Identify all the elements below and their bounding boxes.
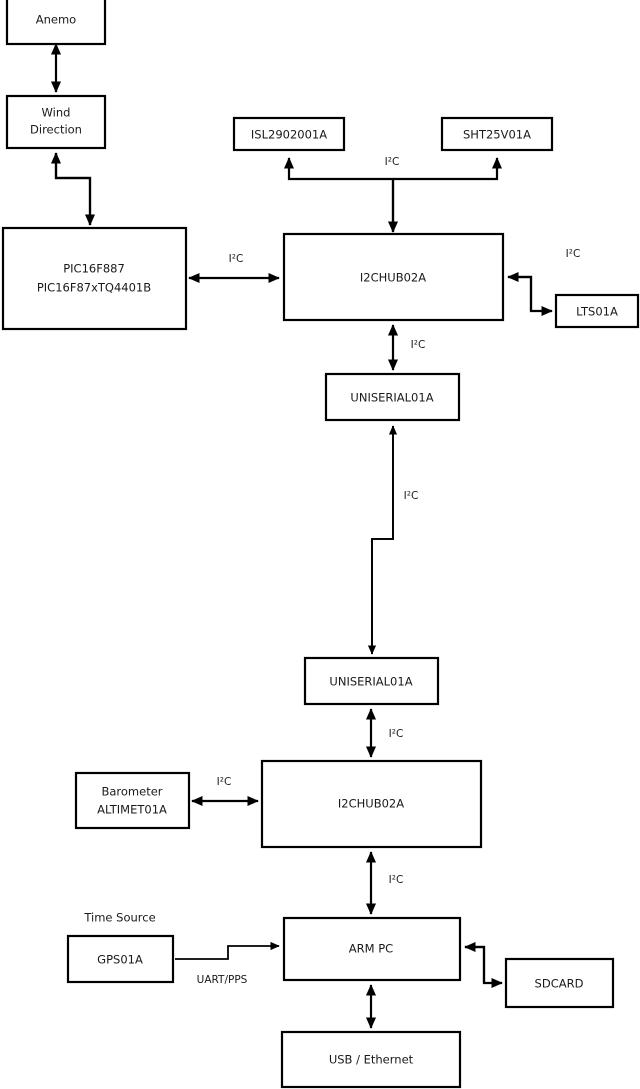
edge-path-wind-up [50, 152, 92, 225]
edge-path-hub-to-lts [508, 275, 553, 317]
node-usb-ethernet[interactable]: USB / Ethernet [280, 1030, 462, 1089]
edge-label-hub-bottom-to-arm: I²C [389, 874, 404, 886]
node-anemo[interactable]: Anemo [5, 0, 107, 46]
node-pic-mcu-box[interactable] [1, 226, 188, 331]
node-lts01a[interactable]: LTS01A [554, 293, 640, 329]
node-i2chub02a-bottom[interactable]: I2CHUB02A [260, 759, 483, 849]
node-uniserial01a-lower-box[interactable] [303, 656, 440, 706]
edge-label-uniserial-to-hub-bottom: I²C [389, 728, 404, 740]
node-anemo-box[interactable] [5, 0, 107, 46]
edge-pic-wind-direction [50, 152, 96, 226]
edge-path-lts-to-hub [507, 271, 533, 311]
node-pic-mcu-label-line1: PIC16F887 [63, 262, 125, 276]
edge-uniserial-link [367, 425, 398, 655]
edge-path-to-sht [393, 157, 503, 181]
edge-path-uniserial-up [371, 425, 398, 654]
edge-label-gps-to-arm: UART/PPS [197, 974, 248, 986]
edge-label-pic-to-hub: I²C [229, 253, 244, 265]
edge-hub-top-to-lts [507, 271, 553, 317]
node-sht25v01a[interactable]: SHT25V01A [440, 116, 554, 152]
node-isl2902001a[interactable]: ISL2902001A [232, 116, 346, 152]
node-sht25v01a-label: SHT25V01A [463, 128, 531, 142]
edge-path-to-isl [283, 157, 395, 232]
node-arm-pc[interactable]: ARM PC [282, 916, 462, 982]
node-barometer-label-line2: ALTIMET01A [97, 803, 167, 817]
node-i2chub02a-bottom-box[interactable] [260, 759, 483, 849]
node-isl2902001a-label: ISL2902001A [251, 128, 327, 142]
edge-label-isl-sht-bus: I²C [385, 156, 400, 168]
node-wind-direction-label-line2: Direction [30, 123, 82, 137]
node-barometer-altimet01a-box[interactable] [74, 771, 191, 830]
edge-path-sdcard-to-arm [464, 941, 486, 983]
node-pic-mcu[interactable]: PIC16F887 PIC16F87xTQ4401B [1, 226, 188, 331]
node-anemo-label: Anemo [36, 13, 76, 27]
node-sdcard-box[interactable] [504, 957, 615, 1009]
edge-hub-to-isl-sht [283, 157, 503, 233]
node-arm-pc-box[interactable] [282, 916, 462, 982]
edge-path-uniserial-down [367, 426, 394, 655]
node-isl2902001a-box[interactable] [232, 116, 346, 152]
edge-label-barometer-to-hub: I²C [217, 776, 232, 788]
node-i2chub02a-top[interactable]: I2CHUB02A [282, 232, 505, 322]
label-time-source: Time Source [83, 911, 155, 925]
node-sdcard[interactable]: SDCARD [504, 957, 615, 1009]
node-wind-direction-box[interactable] [5, 94, 107, 150]
node-uniserial01a-upper-label: UNISERIAL01A [350, 391, 433, 405]
node-sdcard-label: SDCARD [535, 977, 584, 991]
node-uniserial01a-lower-label: UNISERIAL01A [329, 675, 412, 689]
edge-path-arm-to-sdcard [465, 945, 503, 989]
node-i2chub02a-bottom-label: I2CHUB02A [338, 797, 404, 811]
node-gps01a-box[interactable] [66, 934, 175, 984]
node-usb-ethernet-box[interactable] [280, 1030, 462, 1089]
edge-gps-to-arm [175, 941, 280, 960]
node-i2chub02a-top-label: I2CHUB02A [360, 271, 426, 285]
node-uniserial01a-upper[interactable]: UNISERIAL01A [324, 372, 461, 422]
edge-path-pic-down [54, 153, 96, 226]
node-sht25v01a-box[interactable] [440, 116, 554, 152]
node-barometer-label-line1: Barometer [101, 785, 162, 799]
node-gps01a-label: GPS01A [97, 953, 143, 967]
edge-label-uniserial-link: I²C [404, 490, 419, 502]
node-lts01a-label: LTS01A [576, 305, 618, 319]
node-barometer-altimet01a[interactable]: Barometer ALTIMET01A [74, 771, 191, 830]
edge-arm-to-sdcard [464, 941, 503, 989]
node-lts01a-box[interactable] [554, 293, 640, 329]
node-uniserial01a-upper-box[interactable] [324, 372, 461, 422]
edge-label-hub-to-uniserial: I²C [411, 339, 426, 351]
node-i2chub02a-top-box[interactable] [282, 232, 505, 322]
node-pic-mcu-label-line2: PIC16F87xTQ4401B [37, 281, 151, 295]
node-wind-direction-label-line1: Wind [42, 106, 71, 120]
node-arm-pc-label: ARM PC [349, 942, 393, 956]
edge-label-hub-to-lts: I²C [566, 248, 581, 260]
node-uniserial01a-lower[interactable]: UNISERIAL01A [303, 656, 440, 706]
node-wind-direction[interactable]: Wind Direction [5, 94, 107, 150]
node-gps01a[interactable]: GPS01A [66, 934, 175, 984]
edge-path-gps-arm [175, 941, 280, 960]
node-usb-ethernet-label: USB / Ethernet [329, 1053, 414, 1067]
